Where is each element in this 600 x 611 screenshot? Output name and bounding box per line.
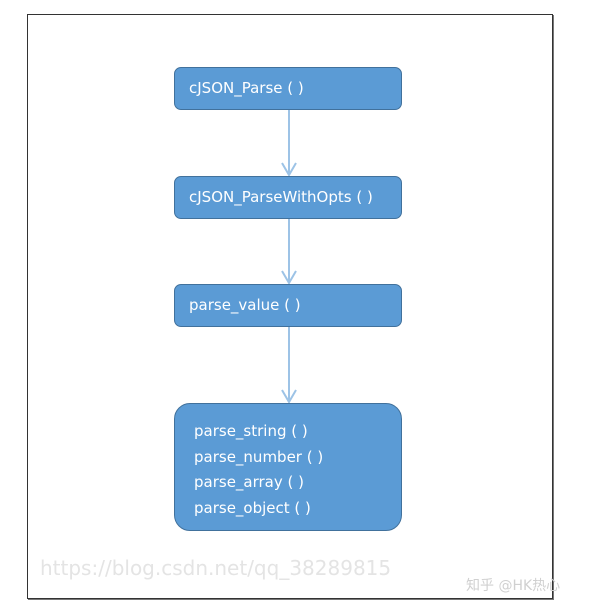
node-parsers: parse_string ( ) parse_number ( ) parse_…: [174, 403, 402, 531]
node-cjson-parse: cJSON_Parse ( ): [174, 67, 402, 110]
node-cjson-parsewithopts: cJSON_ParseWithOpts ( ): [174, 176, 402, 219]
node-line-parse-string: parse_string ( ): [194, 422, 308, 440]
node-label: parse_value ( ): [189, 296, 301, 314]
node-line-parse-array: parse_array ( ): [194, 473, 304, 491]
watermark-credit: 知乎 @HK热心: [466, 578, 561, 594]
node-label: cJSON_ParseWithOpts ( ): [189, 188, 373, 206]
diagram-frame: [27, 14, 553, 599]
node-parse-value: parse_value ( ): [174, 284, 402, 327]
arrow-parsewithopts-to-parsevalue: [281, 218, 297, 285]
node-line-parse-number: parse_number ( ): [194, 447, 324, 466]
node-line-parse-object: parse_object ( ): [194, 498, 311, 517]
arrow-parsevalue-to-parsers: [281, 326, 297, 404]
arrow-parse-to-parsewithopts: [281, 110, 297, 177]
node-label: cJSON_Parse ( ): [189, 79, 304, 97]
watermark-url: https://blog.csdn.net/qq_38289815: [40, 556, 392, 580]
